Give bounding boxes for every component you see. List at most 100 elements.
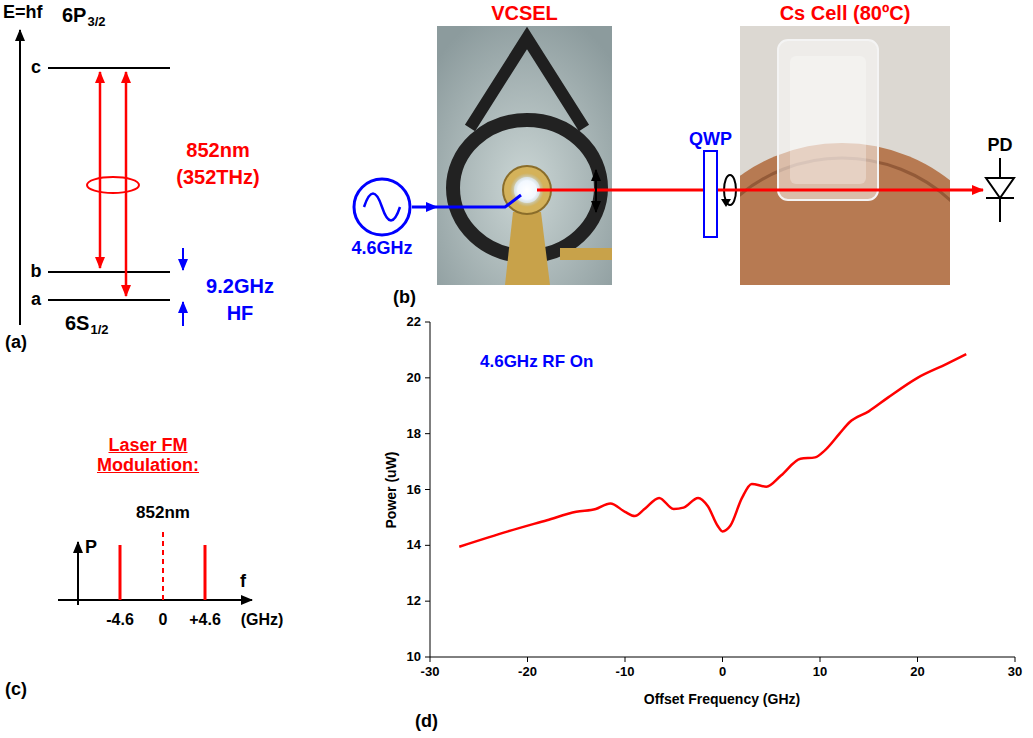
rf-wire xyxy=(437,195,521,207)
vcsel-photo-art xyxy=(437,26,612,285)
tick-label: -30 xyxy=(421,665,440,679)
tick-mark xyxy=(425,489,430,490)
tick-mark xyxy=(625,657,626,662)
axis-label: P xyxy=(85,538,97,558)
beam-connector xyxy=(612,189,703,192)
tick-label: 0 xyxy=(719,665,726,679)
optical-transition xyxy=(99,72,102,268)
chart-note: 4.6GHz RF On xyxy=(480,353,593,372)
level-letter: b xyxy=(31,262,42,282)
node-heading: QWP xyxy=(689,130,732,150)
laser-beam xyxy=(740,189,950,192)
tick-label: 16 xyxy=(407,482,421,496)
tick-mark xyxy=(425,601,430,602)
beam-connector xyxy=(718,189,740,192)
photodiode: PD xyxy=(983,158,1017,222)
quarter-wave-plate: QWP xyxy=(703,150,718,238)
level-name: 6P xyxy=(62,4,86,26)
tick-label: 10 xyxy=(813,665,827,679)
tick-label: 20 xyxy=(910,665,924,679)
axis-title: Power (uW) xyxy=(384,452,399,529)
splitting-label: 9.2GHz xyxy=(206,275,274,297)
tick-mark xyxy=(527,657,528,662)
tick-mark xyxy=(1015,657,1016,662)
carrier-line xyxy=(162,528,164,600)
rf-source: 4.6GHz xyxy=(352,177,412,237)
energy-level xyxy=(48,271,170,273)
power-axis xyxy=(77,542,79,605)
tick-mark xyxy=(425,545,430,546)
tick-label: 22 xyxy=(407,315,421,329)
tick-label: +4.6 xyxy=(189,611,221,629)
splitting-label: HF xyxy=(227,302,254,324)
panel-letter: (a) xyxy=(5,333,27,353)
glass-cell xyxy=(778,40,878,200)
axis-title: Offset Frequency (GHz) xyxy=(644,692,800,707)
tick-label: -10 xyxy=(616,665,635,679)
tick-mark xyxy=(430,657,431,662)
carrier-label: 852nm xyxy=(136,504,190,523)
linear-polarization xyxy=(595,170,597,212)
hf-arrow xyxy=(182,248,184,270)
axis-label: f xyxy=(240,572,246,592)
gold-trace xyxy=(560,248,612,260)
glass-cavity xyxy=(790,56,866,184)
transition-ellipse xyxy=(87,177,139,193)
level-subscript: 1/2 xyxy=(90,323,108,337)
tick-label: 14 xyxy=(407,538,421,552)
frequency-axis xyxy=(58,599,252,601)
diode-symbol xyxy=(986,178,1014,198)
cell-photo-art xyxy=(740,26,950,285)
polarization-head xyxy=(721,199,731,207)
diode-wire xyxy=(999,158,1001,178)
tick-label: 12 xyxy=(407,594,421,608)
vcsel-photo: VCSEL xyxy=(437,26,612,285)
beam-connector xyxy=(950,189,983,192)
tick-label: (GHz) xyxy=(241,611,284,629)
axis-label: E=hf xyxy=(3,3,43,23)
energy-axis xyxy=(19,30,21,325)
wavelength-label: 852nm xyxy=(186,139,249,161)
sideband-line xyxy=(204,545,207,600)
tick-label: 18 xyxy=(407,427,421,441)
level-subscript: 3/2 xyxy=(87,15,105,29)
tick-mark xyxy=(425,377,430,378)
level-letter: a xyxy=(31,290,41,310)
sine-symbol xyxy=(364,194,400,221)
panel-letter: (b) xyxy=(393,288,416,308)
optical-transition xyxy=(125,72,128,296)
cesium-cell-photo: Cs Cell (80ºC) xyxy=(740,26,950,285)
source-circle xyxy=(354,179,410,235)
panel-letter: (c) xyxy=(5,680,27,700)
tick-label: 10 xyxy=(407,650,421,664)
rf-connector xyxy=(412,206,437,209)
tick-mark xyxy=(722,657,723,662)
photo-ground xyxy=(437,26,612,285)
tick-label: 0 xyxy=(159,611,168,629)
sideband-line xyxy=(119,545,122,600)
tick-mark xyxy=(820,657,821,662)
panel-heading: Laser FM Modulation: xyxy=(89,436,207,476)
node-heading: VCSEL xyxy=(491,2,558,24)
tick-mark xyxy=(425,657,430,658)
level-name: 6S xyxy=(65,312,89,334)
laser-beam xyxy=(537,189,612,192)
tick-mark xyxy=(425,322,430,323)
level-letter: c xyxy=(31,58,41,78)
panel-letter: (d) xyxy=(415,712,438,732)
source-symbol xyxy=(352,177,412,237)
node-heading: PD xyxy=(987,136,1012,156)
tick-label: -4.6 xyxy=(106,611,134,629)
tick-label: 20 xyxy=(407,371,421,385)
energy-level xyxy=(48,67,170,69)
energy-level xyxy=(48,299,170,301)
node-heading: Cs Cell (80ºC) xyxy=(780,2,911,24)
transmission-curve xyxy=(459,354,966,547)
gold-pad xyxy=(505,212,550,285)
frequency-label: (352THz) xyxy=(176,166,259,188)
tick-mark xyxy=(425,433,430,434)
tick-label: -20 xyxy=(518,665,537,679)
tick-mark xyxy=(917,657,918,662)
hf-arrow xyxy=(182,302,184,326)
node-heading: 4.6GHz xyxy=(351,239,412,259)
